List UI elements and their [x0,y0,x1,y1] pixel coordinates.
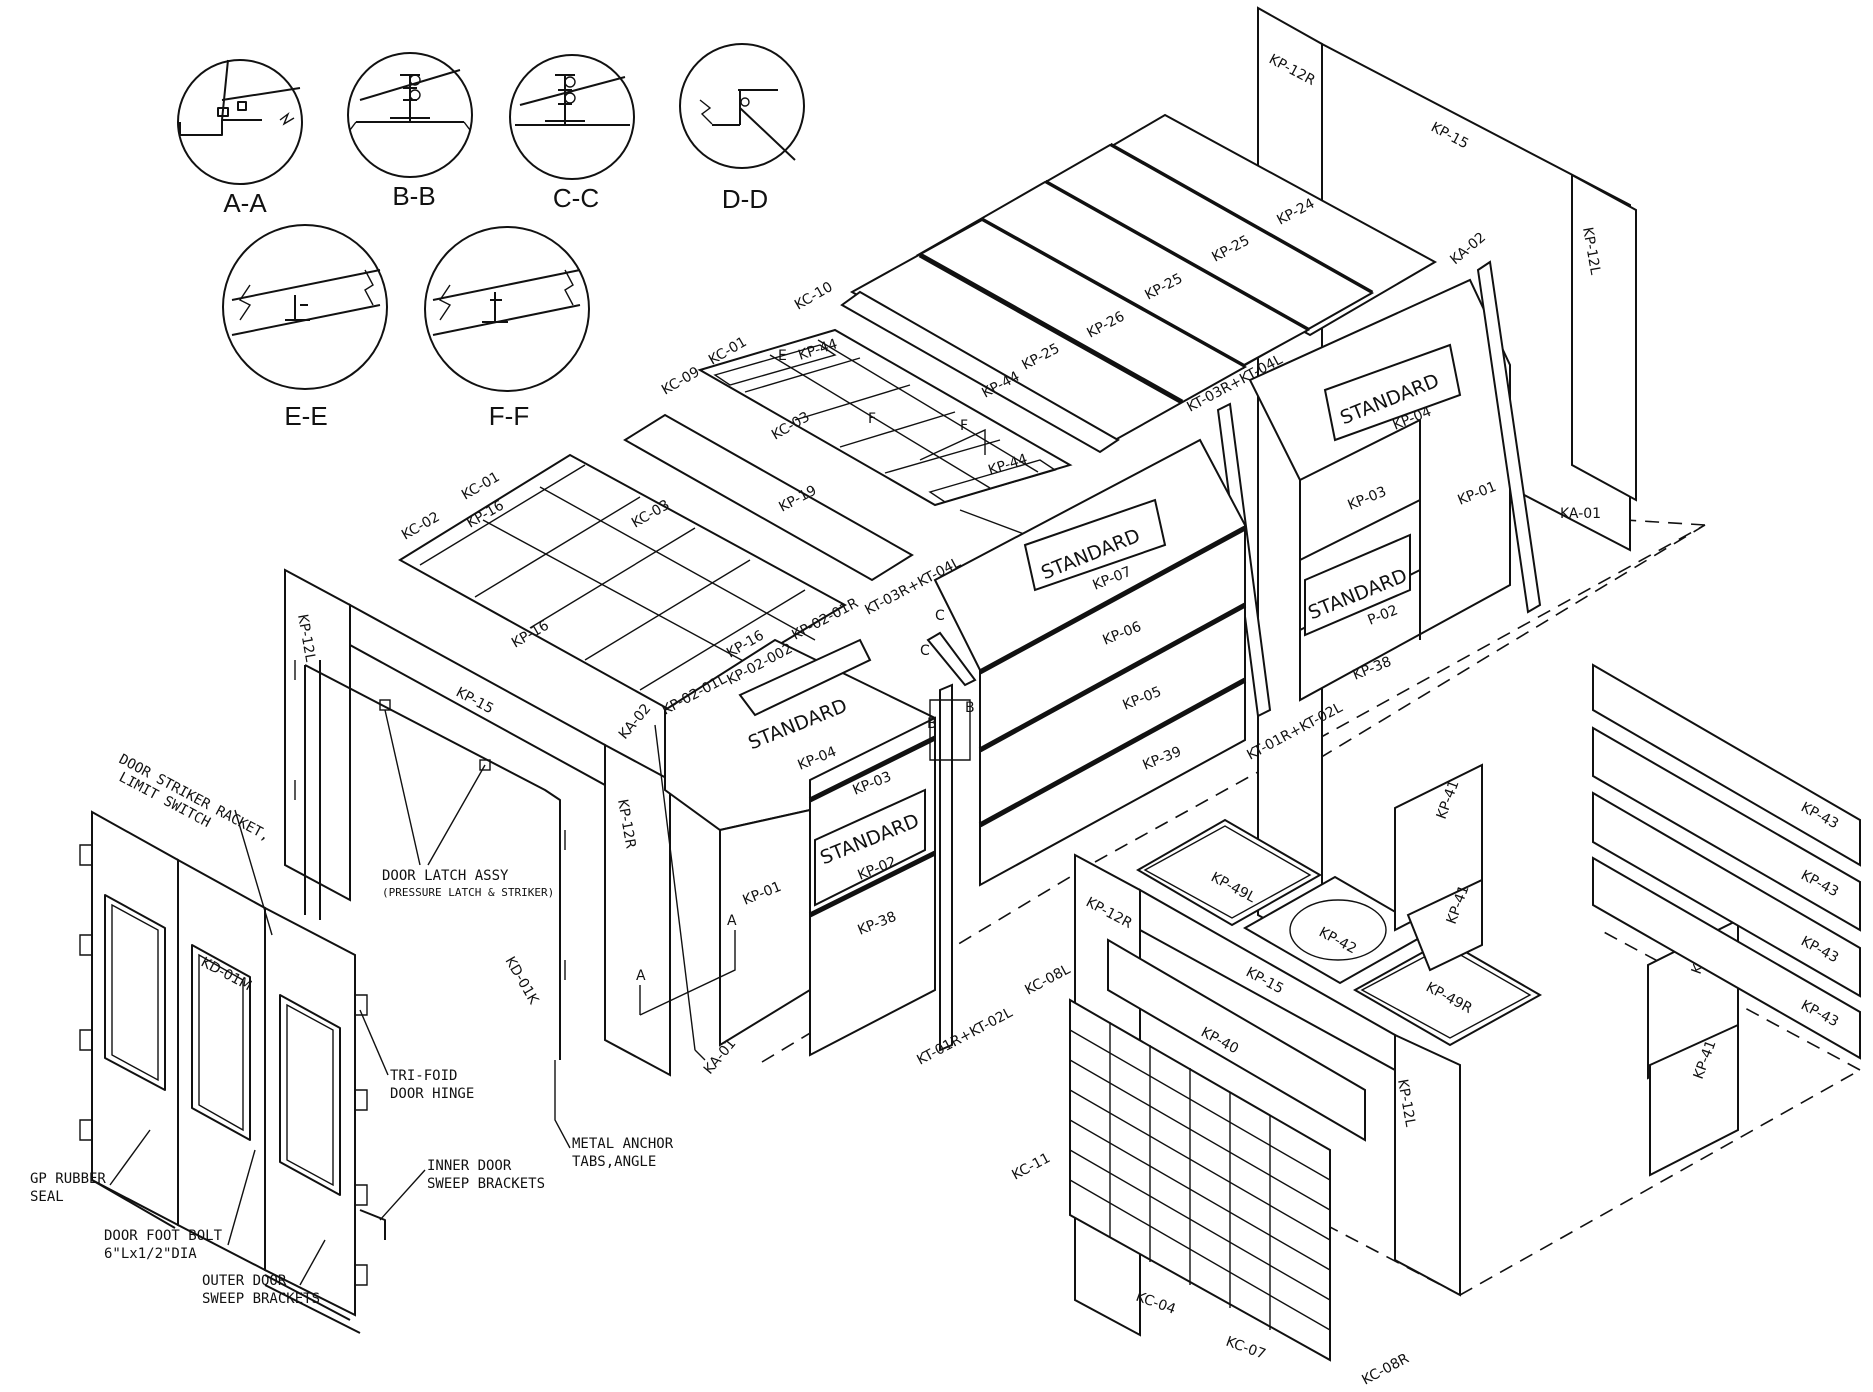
side-wall-rear: STANDARD STANDARD KP-04 KP-03 P-02 KP-38… [1248,229,1542,702]
section-detail-c-c: C-C [509,54,635,213]
seal-note: SEAL [30,1189,64,1205]
section-label-c-c: C-C [553,183,599,213]
connector-label: KC-08L [1022,961,1073,998]
section-mark: C [920,643,930,659]
side-wall-front: STANDARD STANDARD KP-04 KP-03 KP-01 KP-0… [616,595,937,1078]
front-opening-wall: KP-12L KP-15 KP-12R KD-01K DOOR LATCH AS… [284,568,671,1077]
anchor-note: TABS,ANGLE [572,1154,656,1170]
connector-label: KC-11 [1009,1150,1053,1183]
hinge-note: TRI-FOID [390,1068,457,1084]
part-label: KD-01K [502,954,542,1008]
connector-label: KT-01R+KT-02L [914,1005,1015,1069]
striker-note: DOOR STRIKER RACKET, [116,751,272,844]
connector-label: KC-10 [792,279,836,313]
section-mark: B [965,700,975,716]
section-mark: F [960,418,968,434]
section-detail-d-d: D-D [679,43,805,214]
section-mark: F [868,411,876,427]
latch-note: (PRESSURE LATCH & STRIKER) [382,886,554,899]
inner-sweep-note: SWEEP BRACKETS [427,1176,545,1192]
seal-note: GP RUBBER [30,1171,106,1187]
section-details: A-A B-B C-C D-D E-E [177,43,805,431]
connector-label: KC-07 [1224,1334,1268,1363]
section-label-e-e: E-E [284,401,327,431]
inner-sweep-note: INNER DOOR [427,1158,512,1174]
section-detail-e-e: E-E [222,224,388,431]
outer-sweep-note: OUTER DOOR [202,1273,287,1289]
section-label-d-d: D-D [722,184,768,214]
door-assembly: KD-01M DOOR STRIKER RACKET, LIMIT SWITCH… [30,751,674,1334]
outer-sweep-note: SWEEP BRACKETS [202,1291,320,1307]
section-mark: B [927,716,937,732]
connector-label: KC-09 [659,364,703,398]
connector-label: KA-02 [616,701,655,743]
section-label-b-b: B-B [392,181,435,211]
connector-label: KC-08R [1359,1350,1412,1388]
section-detail-f-f: F-F [424,226,590,431]
exhaust-assembly: KP-12R KP-15 KP-12L KP-40 KC-08L KC-11 K… [1009,663,1861,1389]
latch-note: DOOR LATCH ASSY [382,868,509,884]
section-detail-a-a: A-A [177,59,303,218]
hinge-note: DOOR HINGE [390,1086,474,1102]
section-mark: E [778,348,787,364]
bolt-note: DOOR FOOT BOLT [104,1228,223,1244]
section-label-f-f: F-F [489,401,529,431]
section-mark: C [935,608,945,624]
anchor-note: METAL ANCHOR [572,1136,674,1152]
connector-label: KA-01 [1560,506,1601,522]
section-mark: A [727,913,737,929]
bolt-note: 6"Lx1/2"DIA [104,1246,197,1262]
side-wall-middle: STANDARD KP-07 KP-06 KP-05 KP-39 [933,438,1247,887]
section-detail-b-b: B-B [347,52,473,211]
section-label-a-a: A-A [223,188,267,218]
section-mark: A [636,968,646,984]
